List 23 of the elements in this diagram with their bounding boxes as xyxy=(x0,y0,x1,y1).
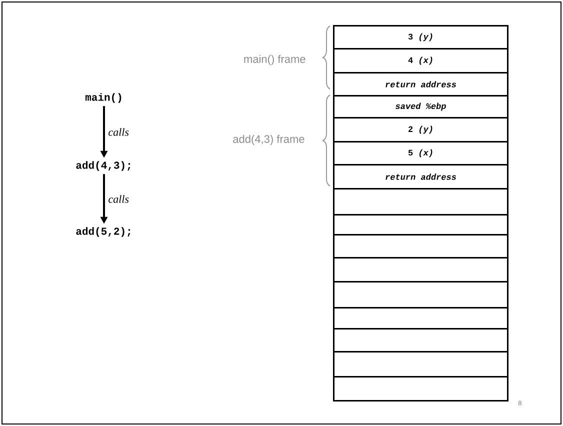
empty-stack-cell xyxy=(333,214,508,236)
empty-stack-cell xyxy=(333,281,508,308)
edge-label: calls xyxy=(107,127,130,137)
empty-stack-cell xyxy=(333,376,508,402)
function-call: add(4,3); xyxy=(76,161,130,171)
function-call: add(5,2); xyxy=(76,227,130,237)
empty-stack-cell xyxy=(333,234,508,258)
stack-cell: 5 (x) xyxy=(333,141,508,166)
function-call: main() xyxy=(85,93,122,103)
stack-cell: saved %ebp xyxy=(333,95,508,118)
empty-stack-cell xyxy=(333,328,508,352)
empty-stack-cell xyxy=(333,188,508,216)
edge-label: calls xyxy=(107,194,130,204)
stack-cell: 4 (x) xyxy=(333,48,508,74)
empty-stack-cell xyxy=(333,307,508,330)
stack-cell: 3 (y) xyxy=(333,25,508,50)
frame-label: add(4,3) frame xyxy=(233,134,304,146)
empty-stack-cell xyxy=(333,351,508,378)
stack-cell: 2 (y) xyxy=(333,117,508,142)
stack-cell: return address xyxy=(333,72,508,96)
frame-label: main() frame xyxy=(244,54,306,66)
stack-cell: return address xyxy=(333,164,508,190)
empty-stack-cell xyxy=(333,257,508,282)
